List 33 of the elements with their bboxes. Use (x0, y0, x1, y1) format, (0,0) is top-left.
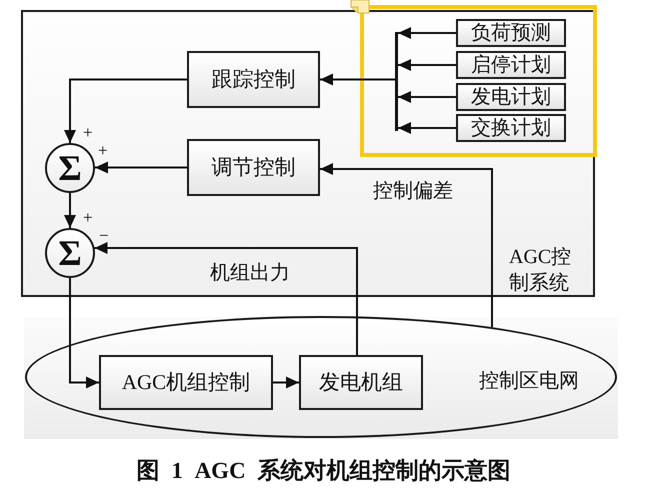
box-title: AGC控制系统 (509, 245, 572, 296)
process-box: 调节控制 (187, 139, 320, 196)
arrow (95, 162, 187, 174)
edge-label: 机组出力 (210, 261, 290, 285)
arrow (320, 74, 395, 86)
plan-box: 启停计划 (456, 51, 566, 79)
arrow (398, 59, 456, 71)
arrow (398, 27, 456, 39)
arrow (69, 278, 99, 388)
process-box: 发电机组 (299, 355, 423, 410)
arrow (94, 242, 358, 355)
process-box: AGC机组控制 (99, 355, 273, 410)
summing-junction: Σ (45, 143, 95, 193)
arrow (320, 163, 493, 328)
arrow (64, 78, 187, 143)
plan-box: 交换计划 (456, 114, 566, 142)
arrow (398, 122, 456, 134)
sign-label: − (99, 227, 109, 245)
plan-box: 负荷预测 (456, 19, 566, 47)
figure-caption: 图 1 AGC 系统对机组控制的示意图 (136, 457, 512, 485)
ellipse-title: 控制区电网 (479, 369, 580, 394)
plan-box: 发电计划 (456, 83, 566, 111)
bus-bar (395, 32, 398, 131)
sign-label: + (83, 209, 93, 227)
arrow (273, 376, 299, 388)
process-box: 跟踪控制 (187, 51, 320, 108)
arrow (64, 193, 76, 228)
system-box (21, 10, 595, 297)
sign-label: + (83, 124, 93, 142)
summing-junction: Σ (45, 228, 95, 278)
edge-label: 控制偏差 (373, 179, 453, 203)
sign-label: + (98, 142, 108, 160)
arrow (398, 91, 456, 103)
